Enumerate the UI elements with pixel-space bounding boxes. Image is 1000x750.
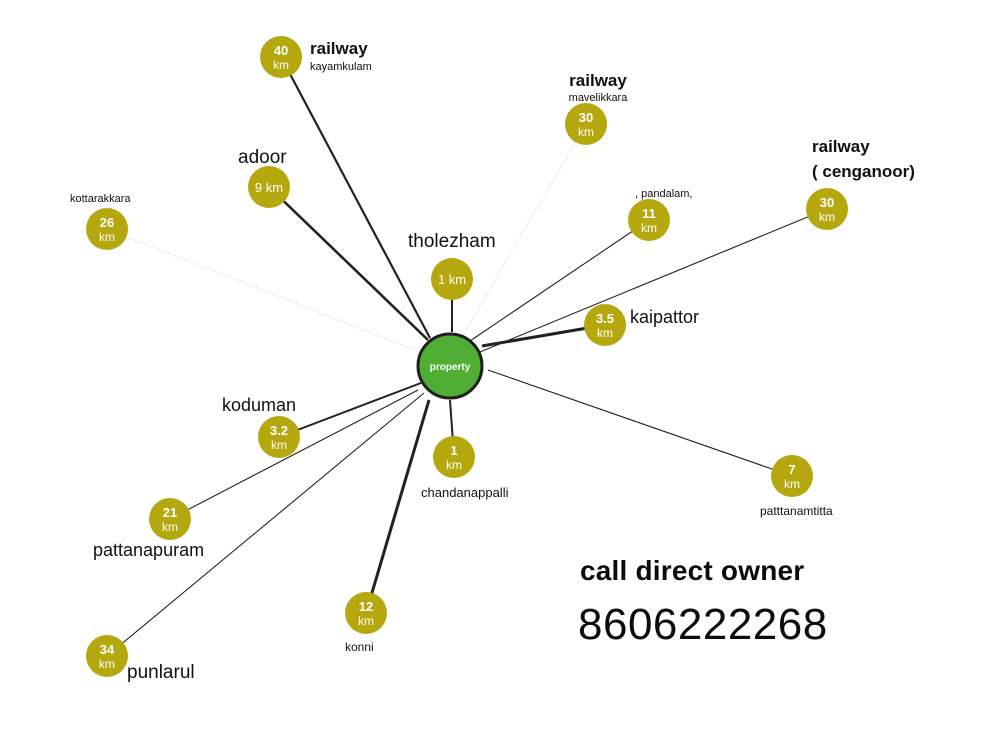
distance-unit-pandalam: km <box>641 221 657 235</box>
destination-place-adoor: adoor <box>238 147 287 168</box>
destination-title-kayamkulam: railway <box>310 39 368 58</box>
distance-circle-pandalam <box>628 199 670 241</box>
distance-circle-kaipattor <box>584 304 626 346</box>
distance-circle-punlarul <box>86 635 128 677</box>
destination-place-patttanamtitta: patttanamtitta <box>760 504 833 518</box>
distance-value-chandanappalli: 1 <box>450 443 457 458</box>
distance-unit-pattanapuram: km <box>162 520 178 534</box>
property-label: property <box>430 362 471 373</box>
distance-circle-konni <box>345 592 387 634</box>
distance-circle-kottarakkara <box>86 208 128 250</box>
distance-circle-mavelikkara <box>565 103 607 145</box>
distance-value-koduman: 3.2 <box>270 423 288 438</box>
connector-line-konni <box>364 399 431 614</box>
distance-unit-chandanappalli: km <box>446 458 462 472</box>
distance-value-patttanamtitta: 7 <box>788 462 795 477</box>
connector-line-kottarakkara <box>106 228 421 353</box>
distance-circle-koduman <box>258 416 300 458</box>
connector-line-pattanapuram <box>169 389 419 520</box>
connector-line-cenganoor <box>479 208 828 353</box>
distance-circle-cenganoor <box>806 188 848 230</box>
destination-place-tholezham: tholezham <box>408 231 496 252</box>
connector-line-patttanamtitta <box>487 369 793 477</box>
destination-node-kaipattor: 3.5km kaipattor <box>584 304 699 346</box>
connector-line-pandalam <box>466 219 650 344</box>
destination-title-cenganoor: railway <box>812 137 870 156</box>
distance-value-kayamkulam: 40 <box>274 43 288 58</box>
distance-value-punlarul: 34 <box>100 642 115 657</box>
distance-circle-pattanapuram <box>149 498 191 540</box>
distance-unit-patttanamtitta: km <box>784 477 800 491</box>
destination-node-adoor: 9 km adoor <box>238 147 290 208</box>
destination-title-mavelikkara: railway <box>569 71 627 90</box>
destination-node-chandanappalli: 1km chandanappalli <box>421 436 509 500</box>
distance-unit-konni: km <box>358 614 374 628</box>
destination-place-kaipattor: kaipattor <box>630 307 699 327</box>
destination-place-punlarul: punlarul <box>127 662 195 683</box>
destination-node-patttanamtitta: 7km patttanamtitta <box>760 455 833 518</box>
connector-line-punlarul <box>106 392 425 657</box>
call-direct-owner-heading: call direct owner <box>580 555 805 586</box>
distance-value-adoor: 9 km <box>255 180 283 195</box>
distance-unit-kottarakkara: km <box>99 230 115 244</box>
distance-value-cenganoor: 30 <box>820 195 834 210</box>
destination-place-chandanappalli: chandanappalli <box>421 485 509 500</box>
distance-value-pattanapuram: 21 <box>163 505 177 520</box>
distance-unit-cenganoor: km <box>819 210 835 224</box>
distance-unit-punlarul: km <box>99 657 115 671</box>
destination-place-koduman: koduman <box>222 395 296 415</box>
destination-place-pandalam: , pandalam, <box>635 188 692 200</box>
distance-value-konni: 12 <box>359 599 373 614</box>
distance-value-kottarakkara: 26 <box>100 215 114 230</box>
distance-circle-kayamkulam <box>260 36 302 78</box>
destination-place-pattanapuram: pattanapuram <box>93 540 204 560</box>
destination-node-tholezham: 1 km tholezham <box>408 231 496 300</box>
distance-unit-koduman: km <box>271 438 287 452</box>
distance-circle-adoor <box>248 166 290 208</box>
distance-value-pandalam: 11 <box>642 206 656 221</box>
destination-place-konni: konni <box>345 640 374 654</box>
connector-line-kayamkulam <box>280 56 431 339</box>
connector-line-koduman <box>278 382 422 438</box>
distance-circle-chandanappalli <box>433 436 475 478</box>
distance-unit-kayamkulam: km <box>273 58 289 72</box>
distance-unit-kaipattor: km <box>597 326 613 340</box>
destination-place-kottarakkara: kottarakkara <box>70 193 131 205</box>
distance-circle-tholezham <box>431 258 473 300</box>
distance-value-kaipattor: 3.5 <box>596 311 614 326</box>
property-circle <box>416 332 484 400</box>
connector-line-adoor <box>268 186 429 341</box>
owner-phone-number[interactable]: 8606222268 <box>578 600 828 649</box>
distance-value-mavelikkara: 30 <box>579 110 593 125</box>
destination-node-koduman: 3.2km koduman <box>222 395 300 458</box>
destination-place-kayamkulam: kayamkulam <box>310 61 372 73</box>
destination-place-cenganoor: ( cenganoor) <box>812 162 915 181</box>
connector-line-mavelikkara <box>461 123 587 338</box>
distance-circle-patttanamtitta <box>771 455 813 497</box>
property-node: property <box>416 332 484 400</box>
destination-place-mavelikkara: mavelikkara <box>569 92 629 104</box>
distance-unit-mavelikkara: km <box>578 125 594 139</box>
destination-nodes: 40kmrailwaykayamkulam30kmrailwaymavelikk… <box>70 36 915 683</box>
distance-value-tholezham: 1 km <box>438 272 466 287</box>
